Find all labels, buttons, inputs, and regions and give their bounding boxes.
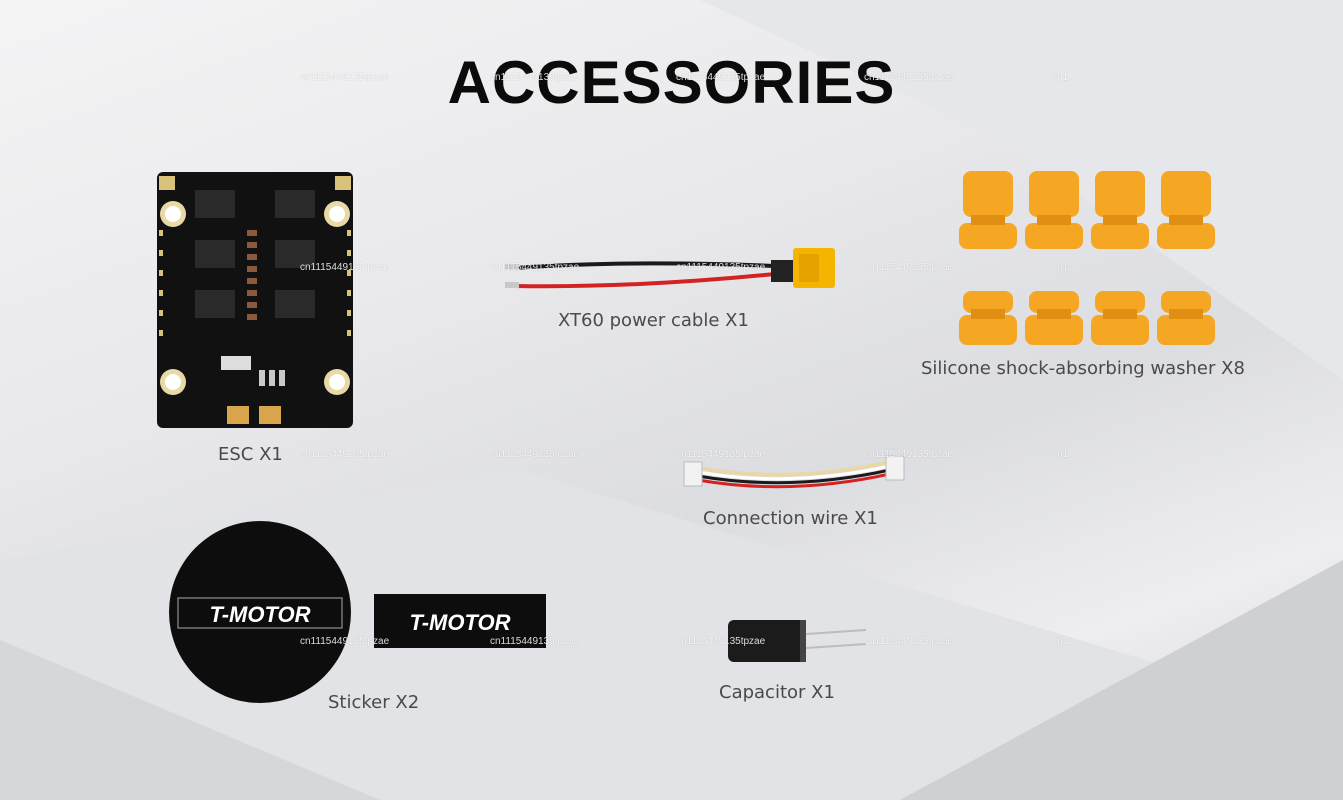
sticker-rect-brand: T-MOTOR [409,610,510,635]
washer-caption: Silicone shock-absorbing washer X8 [921,358,1245,379]
sticker-round-brand: T-MOTOR [209,602,310,627]
sticker-rect-image: T-MOTOR [374,594,546,648]
watermark: cn1115449135tpzae [676,262,766,273]
washers-image [959,171,1215,345]
connection-wire-image [683,455,905,489]
capacitor-image [728,620,867,662]
watermark: cn1 [1052,262,1069,273]
watermark: cn1115449135tpzae [300,262,390,273]
page-title: ACCESSORIES [447,49,896,116]
watermark: cn1115449135tpzae [864,72,954,83]
watermark: cn1 [1052,72,1069,83]
watermark: cn1115449135tpzae [864,449,954,460]
watermark: cn1115449135tpzae [490,72,580,83]
esc-caption: ESC X1 [218,444,283,465]
esc-board-image [157,172,353,428]
xt60-caption: XT60 power cable X1 [558,310,749,331]
watermark: cn1 [1052,449,1069,460]
watermark: cn1115449135tpzae [300,72,390,83]
watermark: cn1 [1052,636,1069,647]
watermark: cn1115449135tpzae [490,262,580,273]
watermark: cn1115449135tpzae [864,262,954,273]
connection-caption: Connection wire X1 [703,508,878,529]
watermark: cn1115449135tpzae [490,636,580,647]
watermark: cn1115449135tpzae [300,449,390,460]
watermark: cn1115449135tpzae [490,449,580,460]
watermark: cn1115449135tpzae [676,72,766,83]
watermark: cn1115449135tpzae [300,636,390,647]
watermark: cn1115449135tpzae [864,636,954,647]
watermark: cn1115449135tpzae [676,636,766,647]
capacitor-caption: Capacitor X1 [719,682,835,703]
watermark: cn1115449135tpzae [676,449,766,460]
xt60-cable-image [505,248,835,289]
sticker-caption: Sticker X2 [328,692,420,713]
sticker-round-image: T-MOTOR [169,521,351,703]
